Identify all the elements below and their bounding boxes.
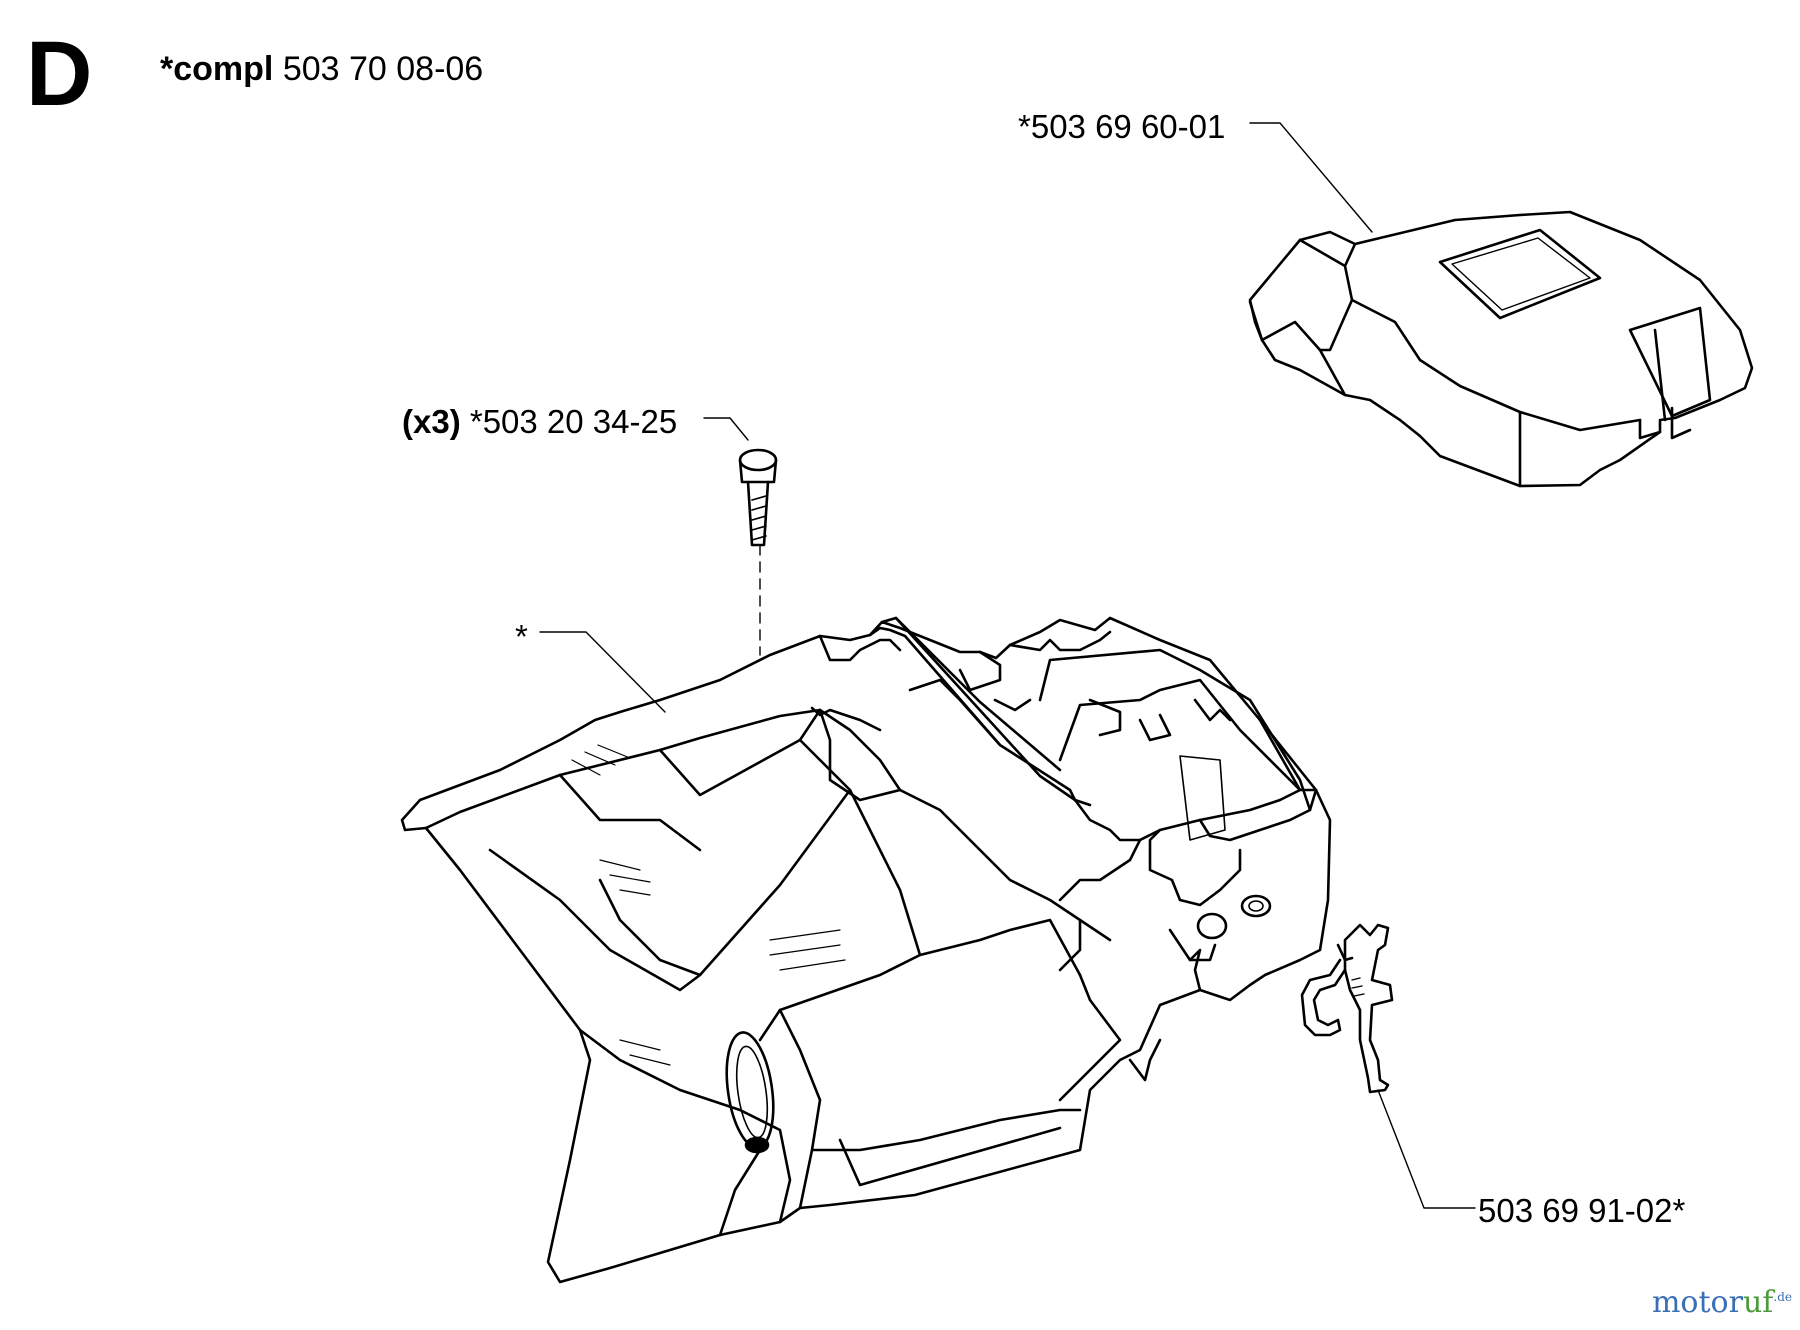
watermark-logo: motoruf.de bbox=[1652, 1285, 1792, 1320]
screw-part bbox=[740, 450, 776, 545]
leader-lines bbox=[540, 123, 1475, 1208]
callout-clip: 503 69 91-02* bbox=[1478, 1192, 1686, 1229]
callout-screw: (x3) *503 20 34-25 bbox=[402, 405, 677, 438]
top-cover-part bbox=[1250, 212, 1752, 486]
section-letter: D bbox=[26, 23, 93, 125]
assembly-number: *compl 503 70 08-06 bbox=[160, 52, 483, 86]
leader-housing bbox=[540, 632, 665, 712]
leader-screw bbox=[704, 418, 748, 440]
clip-part bbox=[1302, 925, 1392, 1092]
screw-part-number: *503 20 34-25 bbox=[469, 403, 678, 440]
assembly-prefix: *compl bbox=[160, 50, 274, 88]
assembly-part-number: 503 70 08-06 bbox=[282, 50, 484, 88]
screw-quantity: (x3) bbox=[402, 403, 461, 440]
callout-top-cover: *503 69 60-01 bbox=[1018, 108, 1226, 145]
housing-part bbox=[402, 618, 1330, 1282]
watermark-accent: uf bbox=[1742, 1285, 1774, 1320]
leader-clip bbox=[1378, 1090, 1475, 1208]
watermark-suffix: .de bbox=[1773, 1290, 1792, 1304]
watermark-main: motor bbox=[1651, 1285, 1743, 1320]
callout-housing: * bbox=[515, 618, 528, 655]
leader-top-cover bbox=[1250, 123, 1372, 232]
